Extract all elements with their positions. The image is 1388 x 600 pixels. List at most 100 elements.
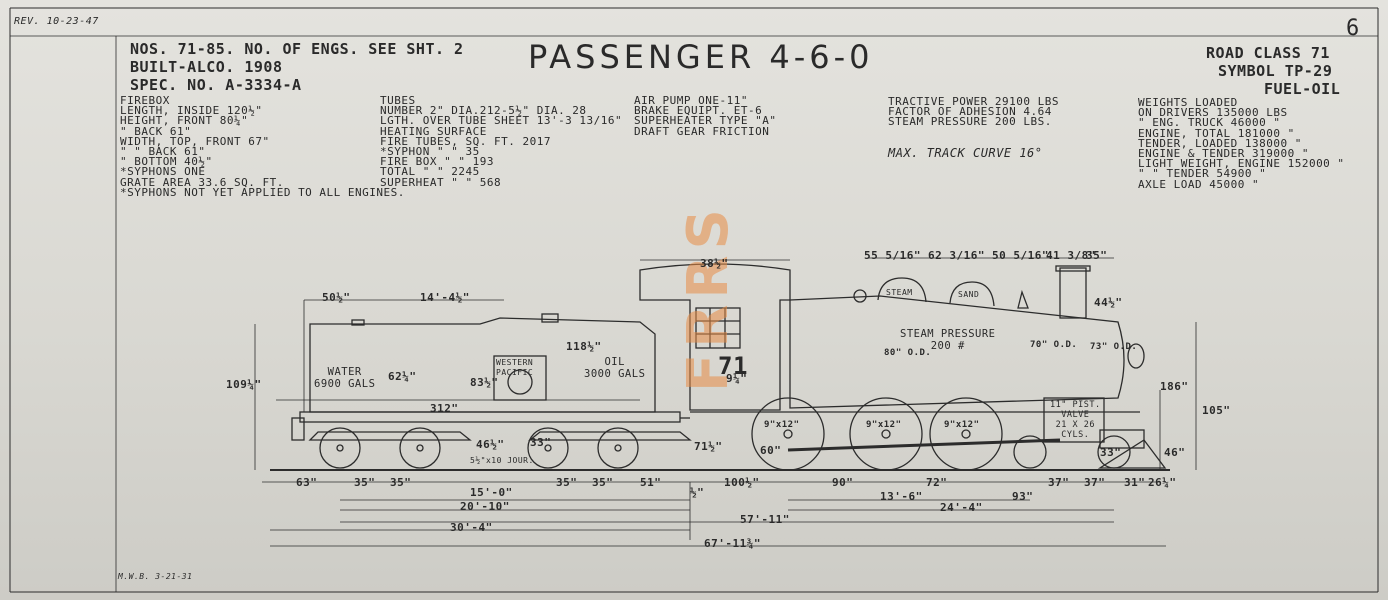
spec-line: AXLE LOAD 45000 " xyxy=(1138,177,1260,191)
weight-specs: WEIGHTS LOADED ON DRIVERS 135000 LBS " E… xyxy=(1138,97,1345,191)
spec-line: SUPERHEATER TYPE "A" xyxy=(634,114,777,128)
dimension-lines xyxy=(254,257,1197,547)
tender-filler xyxy=(351,319,365,326)
piston-valve-label: 11" PIST. VALVE 21 X 26 CYLS. xyxy=(1050,400,1101,440)
wheel-hub xyxy=(336,444,344,452)
spec-line: FIRE BOX " " 193 xyxy=(380,155,494,169)
spec-line: GRATE AREA 33.6 SQ. FT. xyxy=(120,175,284,189)
frrs-watermark: FRRS xyxy=(676,203,741,392)
spec-line: FACTOR OF ADHESION 4.64 xyxy=(888,105,1052,119)
spec-number: SPEC. NO. A-3334-A xyxy=(130,76,302,94)
wheel-hub xyxy=(544,444,552,452)
dim-label: 37" xyxy=(1048,476,1070,489)
spec-line: AIR PUMP ONE-11" xyxy=(634,94,748,107)
spec-line: NUMBER 2" DIA.212-5½" DIA. 28 xyxy=(380,104,587,118)
spec-line: LIGHT WEIGHT, ENGINE 152000 " xyxy=(1138,157,1345,171)
dim-label: 33" xyxy=(530,436,552,449)
dim-label: 38½" xyxy=(700,257,729,270)
tender-wheel xyxy=(319,427,361,469)
spec-line: ON DRIVERS 135000 LBS xyxy=(1138,106,1288,120)
spec-line: HEIGHT, FRONT 80¼" xyxy=(120,114,249,128)
dim-label: 60" xyxy=(760,444,782,457)
wheel-hub xyxy=(881,429,891,439)
dim-label: 35" xyxy=(390,476,412,489)
engine-number: 71 xyxy=(718,352,748,380)
dim-label: 100½" xyxy=(724,476,760,489)
cab-window xyxy=(695,307,741,349)
dim-label: 312" xyxy=(430,402,459,415)
spec-line: LGTH. OVER TUBE SHEET 13'-3 13/16" xyxy=(380,114,623,128)
engine xyxy=(639,263,1167,471)
dim-label: 109¼" xyxy=(226,378,262,391)
driver-wheel xyxy=(751,397,825,471)
cylinder xyxy=(1043,397,1105,443)
spec-line: FIRE TUBES, SQ. FT. 2017 xyxy=(380,134,551,148)
dim-label: 67'-11¾" xyxy=(704,537,761,550)
dim-label: 26¼" xyxy=(1148,476,1177,489)
sheet-number: 6 xyxy=(1346,16,1360,41)
dim-label: 71½" xyxy=(694,440,723,453)
dim-label: 62¼" xyxy=(388,370,417,383)
smokestack xyxy=(1059,267,1087,319)
spec-line: *SYPHONS ONE xyxy=(120,165,206,179)
spec-line: ENGINE & TENDER 319000 " xyxy=(1138,146,1309,160)
tender xyxy=(291,313,692,469)
dim-label: 186" xyxy=(1160,380,1189,393)
spec-line: *SYPHONS NOT YET APPLIED TO ALL ENGINES. xyxy=(120,185,405,199)
water-capacity: WATER 6900 GALS xyxy=(314,366,376,390)
dim-label: 35" xyxy=(1086,249,1108,262)
spec-line: " ENG. TRUCK 46000 " xyxy=(1138,116,1281,130)
dim-label: 57'-11" xyxy=(740,513,790,526)
spec-line: STEAM PRESSURE 200 LBS. xyxy=(888,115,1052,129)
dim-label: 9"x12" xyxy=(866,420,902,430)
tender-buffer xyxy=(291,417,305,441)
pilot xyxy=(1097,439,1167,469)
class-symbol: SYMBOL TP-29 xyxy=(1218,62,1333,80)
spec-line: TUBES xyxy=(380,94,416,107)
spec-line: FIREBOX xyxy=(120,94,170,107)
dim-label: 50½" xyxy=(322,291,351,304)
tender-wheel xyxy=(597,427,639,469)
sand-dome-label: SAND xyxy=(958,290,980,299)
spec-line: TOTAL " " 2245 xyxy=(380,165,480,179)
dim-label: 72" xyxy=(926,476,948,489)
page-title: PASSENGER 4-6-0 xyxy=(528,38,874,76)
tube-specs: TUBES NUMBER 2" DIA.212-5½" DIA. 28 LGTH… xyxy=(380,94,623,189)
firebox-specs: FIREBOX LENGTH, INSIDE 120½" HEIGHT, FRO… xyxy=(120,94,405,199)
dim-label: 15'-0" xyxy=(470,486,513,499)
cab xyxy=(639,263,791,411)
stack-cap xyxy=(1055,265,1091,272)
spec-line: SUPERHEAT " " 568 xyxy=(380,175,502,189)
journal-label: 5½"x10 JOUR. xyxy=(470,456,534,465)
spec-line: *SYPHON " " 35 xyxy=(380,144,480,158)
wheel-hub xyxy=(614,444,622,452)
spec-line: WIDTH, TOP, FRONT 67" xyxy=(120,134,270,148)
pilot-beam xyxy=(1099,429,1145,449)
dim-label: 9"x12" xyxy=(944,420,980,430)
dim-label: 44½" xyxy=(1094,296,1123,309)
spec-line: " " TENDER 54900 " xyxy=(1138,167,1267,181)
lead-wheel xyxy=(1097,435,1131,469)
dim-label: 13'-6" xyxy=(880,490,923,503)
dim-label: ½" xyxy=(690,486,705,499)
dim-label: 51" xyxy=(640,476,662,489)
spec-line: ENGINE, TOTAL 181000 " xyxy=(1138,126,1295,140)
revision-note: REV. 10-23-47 xyxy=(14,16,99,27)
boiler-pressure-label: STEAM PRESSURE 200 # xyxy=(900,328,996,352)
dim-label: 35" xyxy=(354,476,376,489)
dim-label: 70" O.D. xyxy=(1030,340,1078,350)
dim-label: 14'-4½" xyxy=(420,291,470,304)
railroad-herald: WESTERN PACIFIC xyxy=(496,358,534,377)
dim-label: 37" xyxy=(1084,476,1106,489)
driver-wheel xyxy=(929,397,1003,471)
tender-hatch xyxy=(541,313,559,323)
boiler xyxy=(789,295,1125,409)
sand-dome xyxy=(949,281,995,307)
dim-label: 63" xyxy=(296,476,318,489)
dim-label: 41 3/8" xyxy=(1046,249,1096,262)
drafter-note: M.W.B. 3-21-31 xyxy=(118,572,193,581)
wheel-hub xyxy=(416,444,424,452)
max-track-curve: MAX. TRACK CURVE 16° xyxy=(888,146,1043,160)
